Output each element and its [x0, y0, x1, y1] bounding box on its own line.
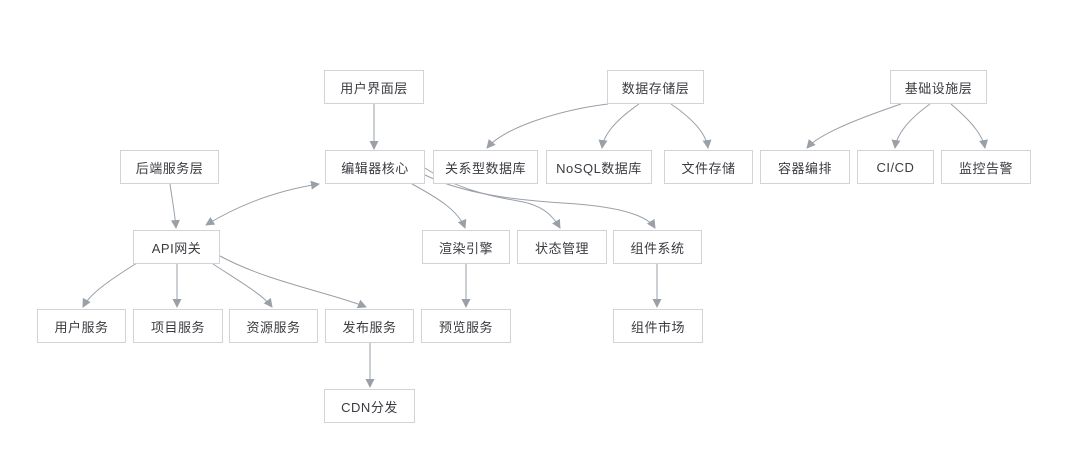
node-preview-service: 预览服务: [421, 309, 511, 343]
edge-editor-core-to-component-system: [424, 174, 656, 229]
node-data-layer: 数据存储层: [607, 70, 704, 104]
edge-data-layer-to-nosql: [598, 103, 640, 149]
node-api-gateway: API网关: [133, 230, 220, 264]
node-render-engine: 渲染引擎: [422, 230, 510, 264]
node-file-storage: 文件存储: [664, 150, 753, 184]
edge-data-layer-to-file-storage: [670, 103, 712, 149]
node-editor-core: 编辑器核心: [325, 150, 425, 184]
edge-infra-layer-to-cicd: [891, 103, 931, 149]
edge-api-gateway-to-publish-service: [219, 255, 367, 309]
node-ui-layer: 用户界面层: [324, 70, 424, 104]
node-component-market: 组件市场: [613, 309, 703, 343]
edge-infra-layer-to-monitoring: [950, 103, 988, 149]
node-cicd: CI/CD: [857, 150, 934, 184]
edge-infra-layer-to-container-orch: [806, 103, 902, 149]
edge-api-gateway-to-resource-service: [212, 263, 273, 308]
node-cdn: CDN分发: [324, 389, 415, 423]
node-nosql: NoSQL数据库: [546, 150, 652, 184]
node-state-mgmt: 状态管理: [517, 230, 607, 264]
node-infra-layer: 基础设施层: [890, 70, 987, 104]
edge-api-gateway-editor-core-bidirectional: [205, 180, 320, 226]
node-publish-service: 发布服务: [325, 309, 414, 343]
node-monitoring: 监控告警: [941, 150, 1031, 184]
node-container-orch: 容器编排: [760, 150, 850, 184]
node-project-service: 项目服务: [133, 309, 223, 343]
edge-editor-core-to-render-engine: [411, 183, 467, 229]
node-user-service: 用户服务: [37, 309, 126, 343]
edge-data-layer-to-rdbms: [486, 103, 609, 149]
edge-backend-layer-to-api-gateway: [169, 183, 180, 229]
node-component-system: 组件系统: [613, 230, 702, 264]
node-resource-service: 资源服务: [229, 309, 318, 343]
edge-api-gateway-to-user-service: [82, 262, 138, 308]
node-backend-layer: 后端服务层: [120, 150, 219, 184]
node-rdbms: 关系型数据库: [433, 150, 538, 184]
